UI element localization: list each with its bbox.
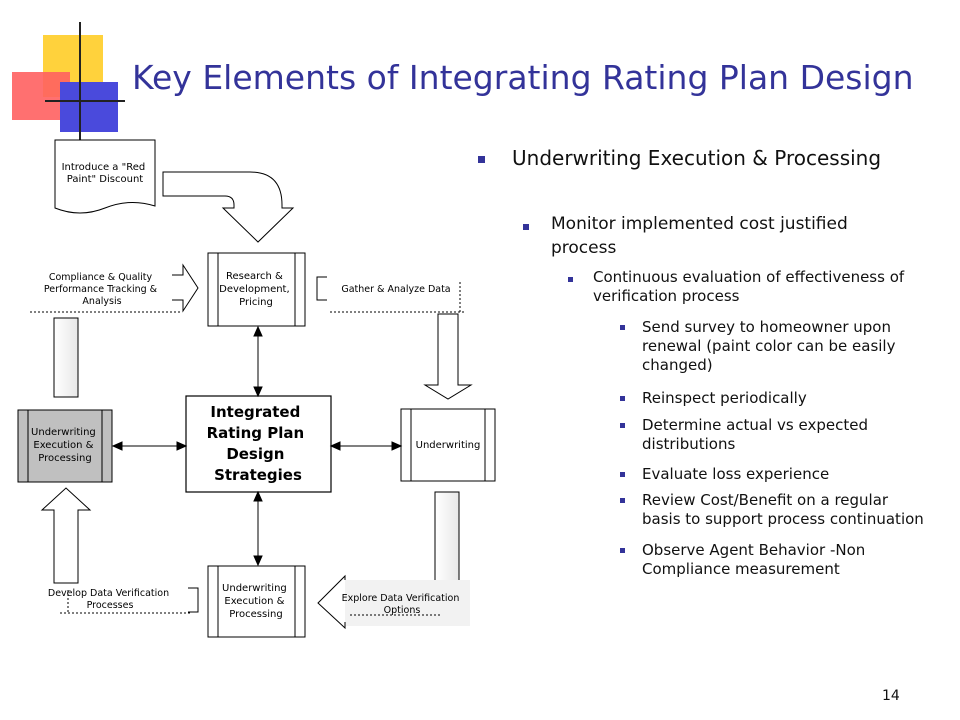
- bullet-line: process: [551, 238, 617, 258]
- compliance-line: Analysis: [82, 296, 121, 307]
- bullet-line: Send survey to homeowner upon: [642, 318, 891, 336]
- bullet-level4: Reinspect periodically: [642, 389, 807, 408]
- red-paint-label: Introduce a "Red Paint" Discount: [62, 162, 149, 185]
- explore-label: Explore Data Verification Options: [342, 593, 463, 616]
- research-box: [207, 252, 306, 327]
- compliance-arrow: [172, 263, 199, 313]
- uw-exec-left-line: Underwriting: [31, 427, 96, 438]
- center-label: Integrated Rating Plan Design Strategies: [207, 403, 310, 484]
- uw-exec-left-box: [17, 409, 113, 483]
- bullet-level2: Monitor implemented cost justified proce…: [551, 212, 848, 260]
- research-line: Research &: [226, 271, 283, 282]
- red-paint-line: Paint" Discount: [67, 174, 144, 185]
- bullet-level1: Underwriting Execution & Processing: [512, 146, 882, 170]
- bullet-line: distributions: [642, 435, 736, 453]
- bullet-level3: Continuous evaluation of effectiveness o…: [593, 268, 904, 306]
- bullet-marker: [620, 423, 625, 428]
- up-arrow-left-bottom: [40, 487, 92, 584]
- bullet-line: Evaluate loss experience: [642, 465, 830, 483]
- center-box: [185, 395, 332, 493]
- center-line: Integrated: [210, 403, 300, 421]
- gather-bracket: [316, 276, 327, 301]
- bullet-line: Determine actual vs expected: [642, 416, 868, 434]
- bullet-marker: [620, 325, 625, 330]
- center-line: Design: [226, 445, 284, 463]
- uw-exec-bottom-label: Underwriting Execution & Processing: [222, 583, 290, 620]
- bent-arrow-to-research: [162, 171, 295, 243]
- decor-line-horizontal: [45, 100, 125, 102]
- bullet-line: Observe Agent Behavior -Non: [642, 541, 866, 559]
- double-arrows: [111, 325, 403, 567]
- bullet-line: renewal (paint color can be easily: [642, 337, 896, 355]
- research-label: Research & Development, Pricing: [219, 271, 293, 308]
- gather-label: Gather & Analyze Data: [341, 284, 450, 295]
- explore-line: Options: [384, 605, 421, 616]
- develop-bracket: [188, 587, 199, 613]
- research-line: Pricing: [239, 297, 273, 308]
- bullet-line: Reinspect periodically: [642, 389, 807, 407]
- compliance-line: Compliance & Quality: [49, 272, 153, 283]
- uw-exec-bottom-line: Processing: [229, 609, 282, 620]
- bullet-line: changed): [642, 356, 713, 374]
- bullet-line: Compliance measurement: [642, 560, 840, 578]
- center-line: Strategies: [214, 466, 302, 484]
- compliance-line: Performance Tracking &: [44, 284, 158, 295]
- slide-title: Key Elements of Integrating Rating Plan …: [132, 58, 914, 97]
- develop-line: Develop Data Verification: [48, 588, 169, 599]
- explore-panel: [342, 580, 470, 626]
- up-arrow-left-top: [53, 317, 79, 398]
- research-line: Development,: [219, 284, 290, 295]
- page-number: 14: [882, 688, 900, 704]
- decor-square-blue: [60, 82, 118, 132]
- bullet-line: verification process: [593, 287, 740, 305]
- bullet-line: Review Cost/Benefit on a regular: [642, 491, 889, 509]
- uw-exec-bottom-line: Execution &: [224, 596, 284, 607]
- uw-exec-bottom-line: Underwriting: [222, 583, 287, 594]
- explore-line: Explore Data Verification: [342, 593, 460, 604]
- uw-exec-left-line: Execution &: [33, 440, 93, 451]
- compliance-label: Compliance & Quality Performance Trackin…: [44, 272, 160, 307]
- underwriting-box: [400, 408, 496, 482]
- bullet-marker: [523, 224, 529, 230]
- develop-label: Develop Data Verification Processes: [48, 588, 172, 611]
- uw-exec-left-line: Processing: [38, 453, 91, 464]
- bullet-marker: [478, 156, 485, 163]
- bullet-level4: Evaluate loss experience: [642, 465, 829, 484]
- bullet-line: Monitor implemented cost justified: [551, 214, 848, 234]
- bullet-line: Continuous evaluation of effectiveness o…: [593, 268, 905, 286]
- bullet-marker: [568, 277, 573, 282]
- explore-arrow: [317, 574, 346, 630]
- red-paint-document: [54, 139, 156, 214]
- bullet-line: basis to support process continuation: [642, 510, 924, 528]
- right-column-bottom: [434, 491, 460, 586]
- down-arrow-right: [423, 313, 473, 400]
- bullet-marker: [620, 548, 625, 553]
- develop-line: Processes: [87, 600, 134, 611]
- red-paint-line: Introduce a "Red: [62, 162, 146, 173]
- uw-exec-bottom-box: [207, 565, 306, 638]
- bullet-marker: [620, 472, 625, 477]
- uw-exec-left-label: Underwriting Execution & Processing: [31, 427, 99, 464]
- center-line: Rating Plan: [207, 424, 305, 442]
- bullet-marker: [620, 396, 625, 401]
- underwriting-label: Underwriting: [416, 440, 481, 451]
- decor-line-vertical: [79, 22, 81, 140]
- bullet-marker: [620, 498, 625, 503]
